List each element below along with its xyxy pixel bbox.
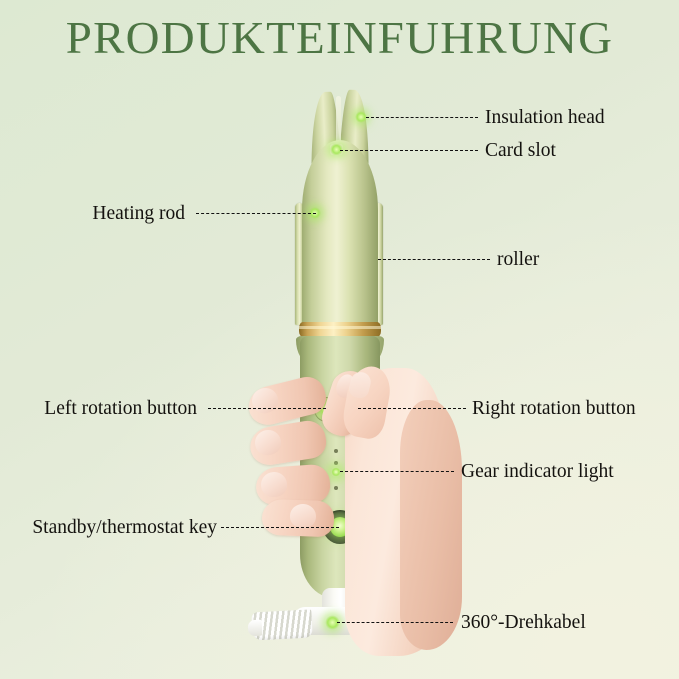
leader-line-standby xyxy=(221,527,339,528)
callout-label-right-rotation: Right rotation button xyxy=(472,398,636,419)
card-slot-glow xyxy=(330,144,343,155)
leader-line-right-rotation xyxy=(358,408,466,409)
callout-label-heating-rod: Heating rod xyxy=(92,203,185,224)
leader-line-card-slot xyxy=(340,150,478,151)
gear-indicator-dot-3 xyxy=(331,467,341,477)
palm-edge xyxy=(400,400,462,650)
callout-label-standby: Standby/thermostat key xyxy=(32,517,217,538)
insulation-head-glow xyxy=(355,111,367,123)
callout-label-card-slot: Card slot xyxy=(485,140,556,161)
callout-label-insulation-head: Insulation head xyxy=(485,107,605,128)
callout-label-cable: 360°-Drehkabel xyxy=(461,612,586,633)
prong-gap xyxy=(336,96,341,156)
page-title: PRODUKTEINFUHRUNG xyxy=(65,12,614,63)
leader-line-cable xyxy=(337,622,453,623)
heating-rod-1 xyxy=(295,203,304,325)
heating-rod-4 xyxy=(374,203,383,325)
leader-line-gear-indicator xyxy=(340,471,454,472)
gear-indicator-dot-2 xyxy=(334,461,338,465)
gold-ring-band xyxy=(299,322,381,337)
callout-label-left-rotation: Left rotation button xyxy=(44,398,197,419)
roller-barrel xyxy=(302,140,378,336)
cable-swivel-glow xyxy=(325,615,340,630)
callout-label-gear-indicator: Gear indicator light xyxy=(461,461,614,482)
leader-line-left-rotation xyxy=(208,408,326,409)
gear-indicator-dot-1 xyxy=(334,449,338,453)
callout-label-roller: roller xyxy=(497,249,540,270)
leader-line-heating-rod xyxy=(196,213,316,214)
gear-indicator-dot-4 xyxy=(334,486,338,490)
leader-line-roller xyxy=(378,259,490,260)
leader-line-insulation-head xyxy=(366,117,478,118)
